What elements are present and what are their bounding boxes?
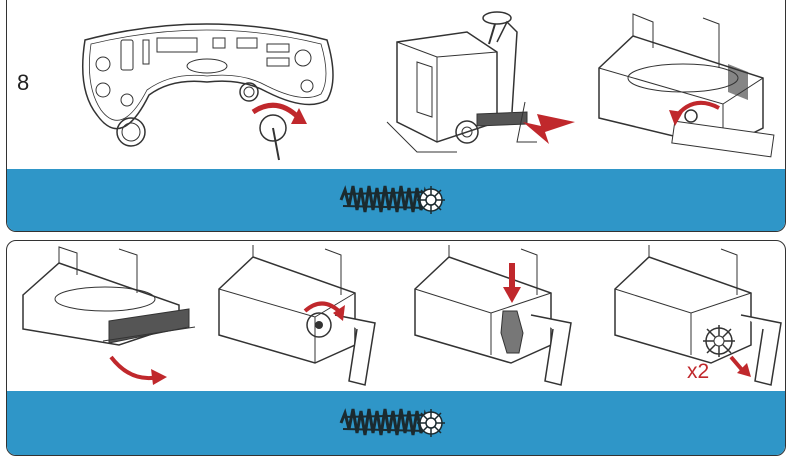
press-lever-illustration <box>414 245 572 386</box>
quantity-multiplier: x2 <box>687 360 710 383</box>
brush-band-1 <box>7 169 785 231</box>
brush-lock-rotate-illustration <box>218 245 376 386</box>
control-panel-illustration <box>82 23 334 161</box>
brush-deck-illustration <box>598 13 775 158</box>
step-number: 8 <box>17 70 30 95</box>
brush-removal-illustration <box>614 245 782 386</box>
step-panel-1: 8 <box>6 0 786 232</box>
step-panel-2: x2 <box>6 240 786 456</box>
brush-band-2 <box>7 391 785 455</box>
deck-cover-open-illustration <box>22 246 196 385</box>
scrubber-machine-illustration <box>386 11 575 153</box>
cylindrical-brush-icon <box>339 408 445 437</box>
cylindrical-brush-icon <box>339 185 445 214</box>
